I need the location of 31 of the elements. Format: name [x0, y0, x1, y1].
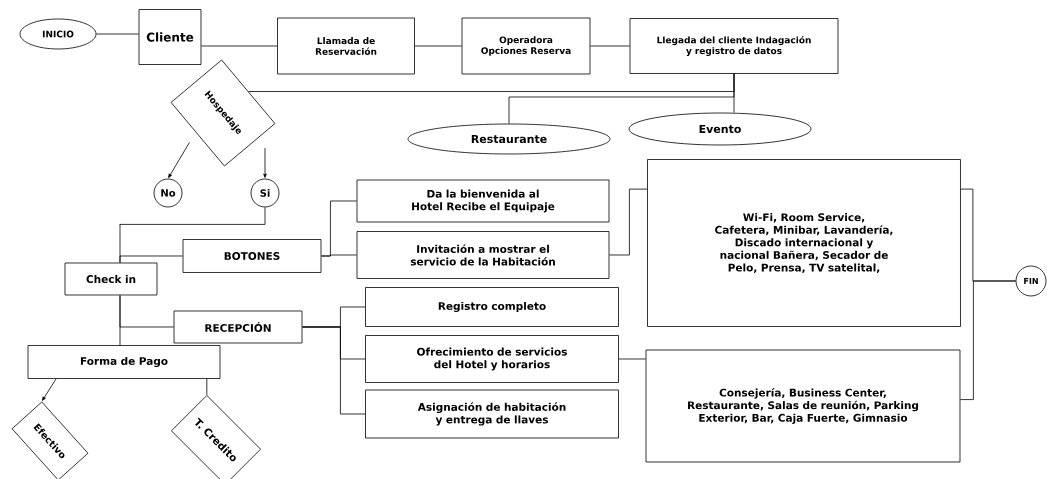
connector-line	[321, 254, 357, 257]
arrow	[168, 142, 190, 178]
process-box: Cliente	[138, 9, 202, 65]
connector-line	[609, 188, 648, 256]
connector-line	[733, 73, 735, 113]
service-box: Wi-Fi, Room Service, Cafetera, Minibar, Lavandería, Discado internacional y nacional Bañera, Secador de Pelo, Prensa, TV satelital,	[647, 159, 961, 327]
connector-line	[96, 33, 139, 35]
service-box: Consejería, Business Center, Restaurante, Salas de reunión, Parking Exterior, Bar, Caja Fuerte, Gimnasio	[645, 349, 961, 463]
process-box: Llegada del cliente Indagación y registro de datos	[629, 18, 839, 74]
connector-line	[119, 255, 183, 263]
connector-line	[414, 45, 462, 47]
arrow	[42, 378, 57, 401]
connector-line	[206, 378, 208, 396]
process-box: Llamada de Reservación	[277, 17, 415, 75]
connector-line	[590, 45, 630, 47]
connector-line	[302, 326, 366, 415]
process-box: Invitación a mostrar el servicio de la Habitación	[356, 231, 610, 279]
connector-line	[119, 295, 121, 346]
connector-line	[960, 280, 1016, 400]
connector-line	[618, 358, 646, 360]
connector-line	[201, 45, 278, 47]
arrow	[263, 147, 267, 178]
process-box: Asignación de habitación y entrega de llaves	[365, 389, 619, 439]
process-box: Ofrecimiento de servicios del Hotel y horarios	[365, 335, 619, 383]
process-box: Da la bienvenida al Hotel Recibe el Equipaje	[356, 179, 610, 223]
process-box: Forma de Pago	[27, 345, 221, 379]
process-box: RECEPCIÓN	[173, 310, 303, 344]
process-box: Registro completo	[365, 287, 619, 327]
process-box: Operadora Opciones Reserva	[461, 17, 591, 75]
process-box: BOTONES	[182, 239, 322, 273]
process-box: Check in	[64, 262, 158, 296]
